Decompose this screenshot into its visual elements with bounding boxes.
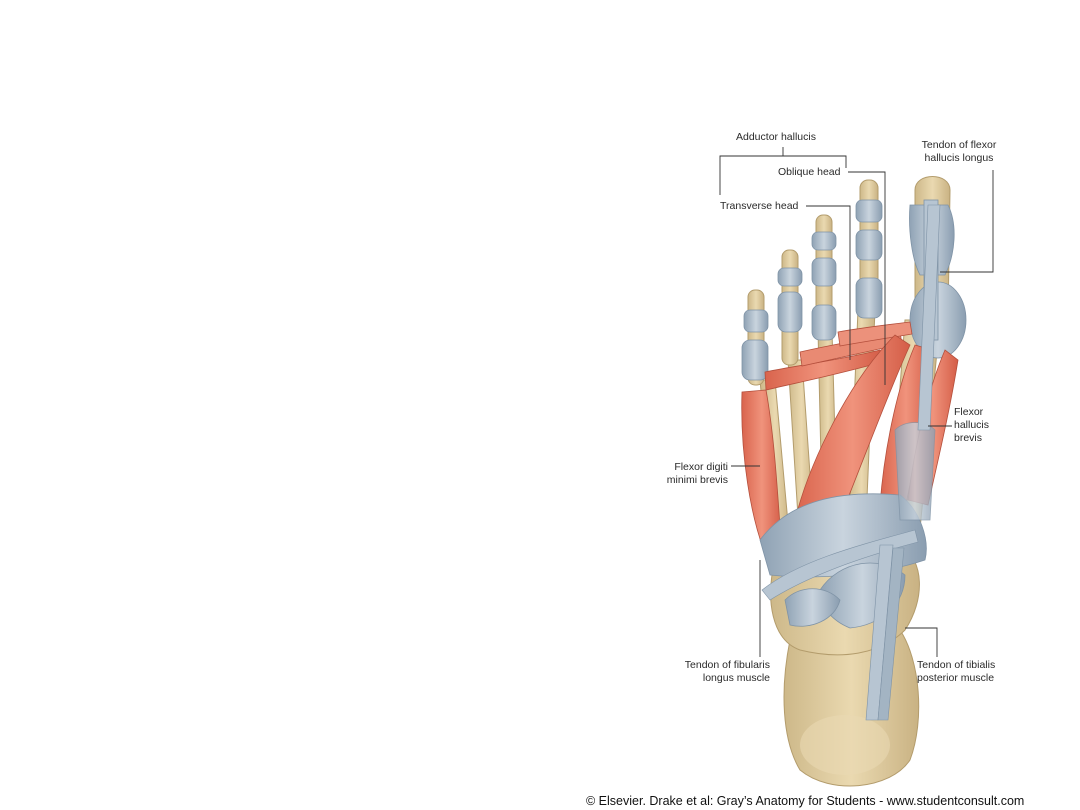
label-flexor-digiti-minimi-brevis: Flexor digiti minimi brevis xyxy=(666,461,728,486)
label-transverse-head: Transverse head xyxy=(720,200,799,212)
label-flexor-hallucis-brevis: Flexor hallucis brevis xyxy=(954,406,990,444)
label-tendon-flexor-hallucis-longus: Tendon of flexor hallucis longus xyxy=(921,139,997,164)
transverse-head-muscle xyxy=(764,321,913,391)
leader-lines xyxy=(719,147,994,657)
copyright-credit: © Elsevier. Drake et al: Gray’s Anatomy … xyxy=(586,794,1025,808)
flexor-hallucis-longus-tendon xyxy=(917,204,941,431)
oblique-head-muscle xyxy=(794,334,911,531)
fibularis-longus-tendon xyxy=(761,529,919,601)
label-oblique-head: Oblique head xyxy=(778,166,841,178)
label-adductor-hallucis: Adductor hallucis xyxy=(736,131,816,143)
label-tendon-tibialis-posterior: Tendon of tibialis posterior muscle xyxy=(917,659,996,684)
label-tendon-fibularis-longus: Tendon of fibularis longus muscle xyxy=(684,659,770,684)
toe-tendon-sheaths xyxy=(741,199,967,381)
tibialis-posterior-tendon xyxy=(865,544,905,721)
